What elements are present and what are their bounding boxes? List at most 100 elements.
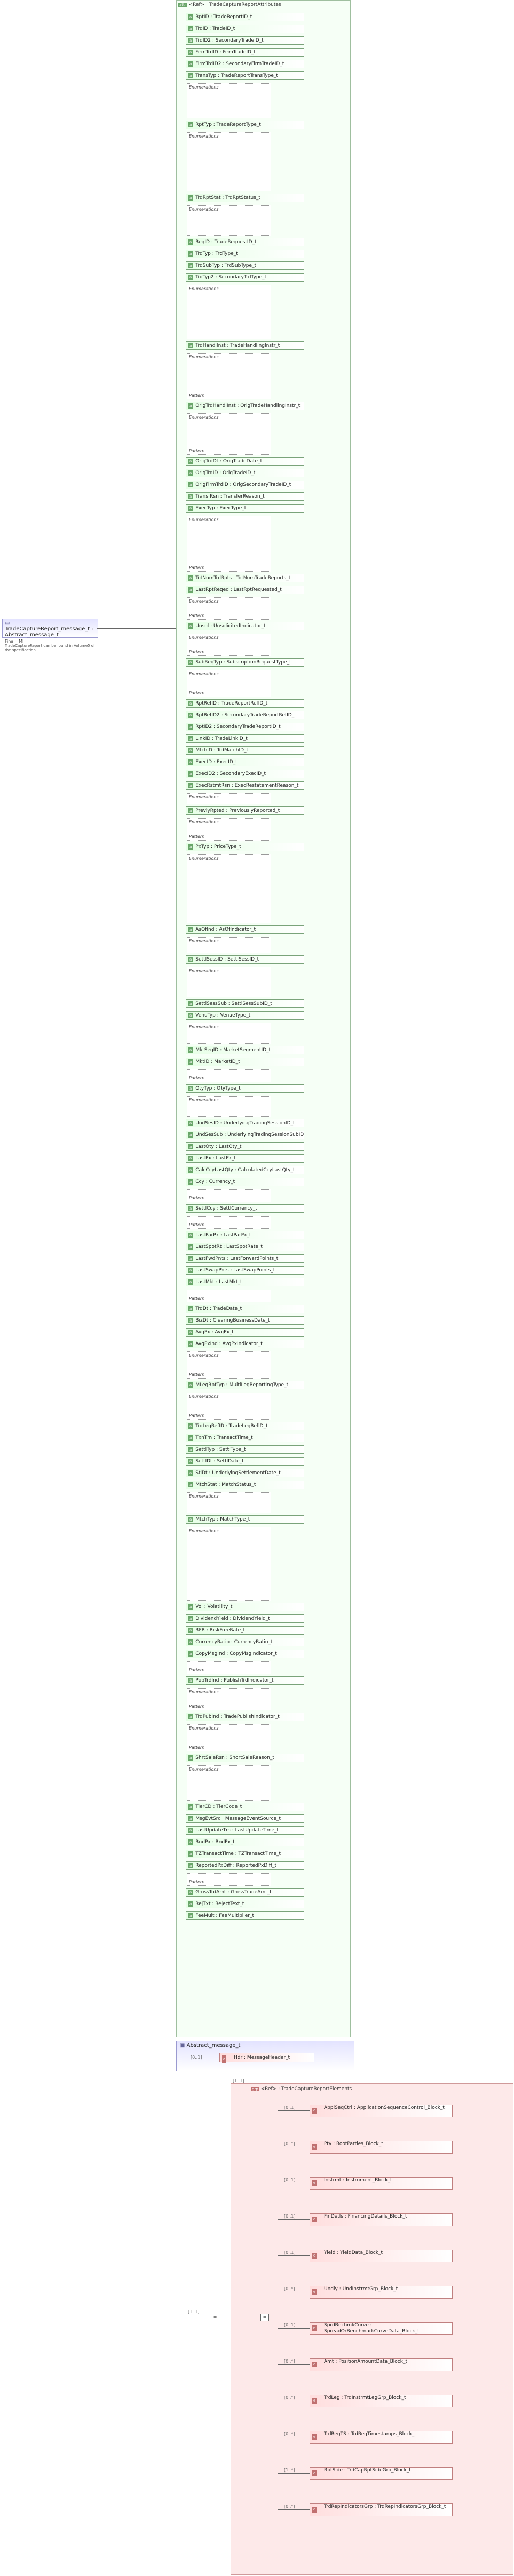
element-label: Pty : RootParties_Block_t <box>324 2141 383 2147</box>
enumerations-facet: Enumerations <box>189 207 269 212</box>
element-cardinality: [0..1] <box>284 2250 296 2255</box>
attribute-label: SettlDt : SettlDate_t <box>195 1459 244 1464</box>
root-element-box[interactable]: ▭ TradeCaptureReport_message_t : Abstrac… <box>2 619 98 652</box>
